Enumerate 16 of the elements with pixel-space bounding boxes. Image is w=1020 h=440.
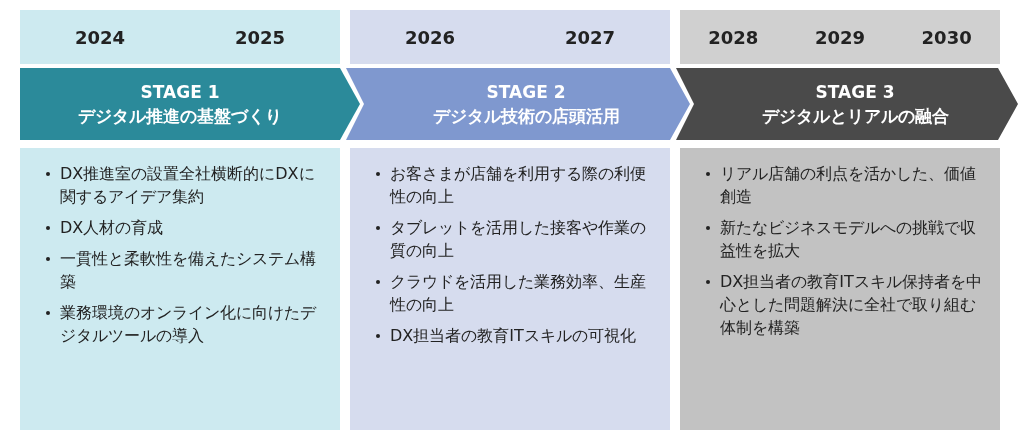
year-label: 2025 <box>234 26 286 48</box>
stage-title: STAGE 1 <box>140 81 220 104</box>
year-label: 2030 <box>921 26 972 48</box>
year-label: 2028 <box>708 26 759 48</box>
stage-banner <box>346 68 690 140</box>
year-label: 2027 <box>564 26 616 48</box>
stage-subtitle: デジタルとリアルの融合 <box>761 105 949 128</box>
year-label: 2029 <box>814 26 866 48</box>
year-label: 2026 <box>404 26 456 48</box>
stage-subtitle: デジタル技術の店頭活用 <box>432 105 620 128</box>
year-label: 2024 <box>74 26 126 48</box>
stage-title: STAGE 2 <box>486 81 566 104</box>
stage-subtitle: デジタル推進の基盤づくり <box>78 105 282 128</box>
stage-title: STAGE 3 <box>815 81 895 104</box>
stage-banner <box>676 68 1018 140</box>
stage-banner <box>20 68 360 140</box>
